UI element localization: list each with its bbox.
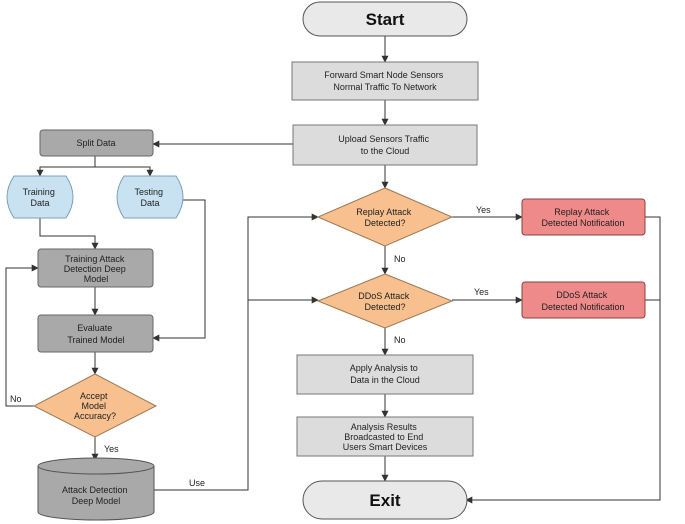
upload-traffic-label: Upload Sensors Traffic to the Cloud: [338, 134, 431, 156]
accept-accuracy-decision: [32, 373, 158, 438]
forward-traffic-label: Forward Smart Node Sensors Normal Traffi…: [324, 70, 446, 92]
split-data-box: [39, 129, 154, 157]
forward-traffic-box: [291, 61, 479, 101]
apply-analysis-label: Apply Analysis to Data in the Cloud: [350, 363, 421, 385]
ddos-notification-box: [521, 281, 646, 319]
start-label: Start: [366, 10, 405, 29]
edge-testing-evaluate: [152, 199, 206, 342]
ddos-yes-label: Yes: [474, 287, 489, 297]
evaluate-model-box: [37, 314, 154, 353]
deep-model-store: [37, 457, 155, 521]
train-model-label: Training Attack Detection Deep Model: [64, 254, 129, 284]
exit-terminal: [302, 480, 468, 520]
edge-training-trainmodel: [39, 218, 99, 250]
evaluate-model-label: Evaluate Trained Model: [67, 323, 124, 345]
upload-traffic-box: [292, 124, 478, 166]
connectors: [5, 36, 661, 504]
deep-model-label: Attack Detection Deep Model: [62, 485, 130, 506]
edge-split-testing: [95, 166, 154, 177]
replay-notification-label: Replay Attack Detected Notification: [541, 207, 624, 228]
ddos-decision-label: DDoS Attack Detected?: [358, 291, 412, 312]
testing-data-label: Testing Data: [134, 187, 165, 208]
testing-data-store: [116, 175, 184, 219]
replay-no-label: No: [394, 254, 406, 264]
ddos-decision: [316, 273, 454, 329]
edge-split-training: [36, 156, 96, 177]
use-label: Use: [189, 478, 205, 488]
edge-accept-no: [5, 264, 39, 407]
exit-label: Exit: [369, 491, 401, 510]
edge-replay-notify-exit: [465, 216, 661, 504]
training-data-label: Training Data: [23, 187, 58, 208]
replay-yes-label: Yes: [476, 205, 491, 215]
accept-accuracy-label: Accept Model Accuracy?: [74, 391, 116, 421]
replay-decision-label: Replay Attack Detected?: [356, 207, 414, 228]
replay-decision: [316, 187, 454, 247]
analysis-results-box: [296, 416, 474, 457]
replay-notification-box: [521, 198, 646, 236]
edge-use: [154, 213, 319, 491]
apply-analysis-box: [296, 354, 474, 395]
ddos-notification-label: DDoS Attack Detected Notification: [541, 290, 624, 312]
split-data-label: Split Data: [76, 138, 115, 148]
ddos-no-label: No: [394, 335, 406, 345]
train-model-box: [37, 248, 154, 288]
training-data-store: [6, 175, 74, 219]
analysis-results-label: Analysis Results Broadcasted to End User…: [343, 422, 428, 452]
accept-no-label: No: [10, 394, 22, 404]
start-terminal: [302, 1, 468, 37]
accept-yes-label: Yes: [104, 444, 119, 454]
